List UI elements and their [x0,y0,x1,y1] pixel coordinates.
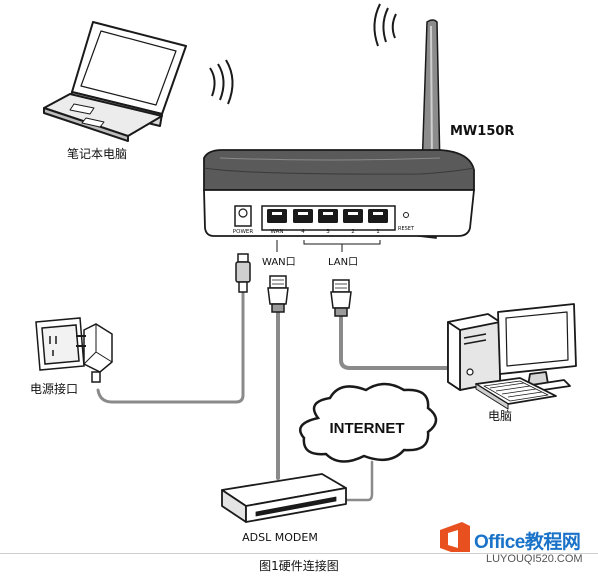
power-socket-label: 电源接口 [30,381,78,396]
port-callouts [276,240,381,252]
lan-port-number: 2 [351,229,355,235]
lan-port-4 [293,209,313,223]
figure-caption: 图1硬件连接图 [0,553,598,577]
hardware-connection-diagram: 笔记本电脑 MW150R POWER [30,3,577,552]
modem-label: ADSL MODEM [242,531,318,544]
wan-port-small-label: WAN [270,229,283,235]
lan-port-number: 1 [376,229,380,235]
adsl-modem-icon [221,473,347,523]
internet-label: INTERNET [330,420,405,437]
office-logo-icon [440,522,470,552]
power-port-label: POWER [233,229,254,235]
power-socket-icon [35,317,113,383]
wan-port [267,209,287,223]
modem-internet-cable [345,460,374,502]
watermark-site-text: LUYOUQI520.COM [486,553,583,565]
laptop-label: 笔记本电脑 [67,146,127,161]
power-plug-connector [235,253,251,293]
wan-callout-label: WAN口 [262,257,296,268]
lan-callout-label: LAN口 [328,257,358,268]
lan-port-number: 4 [301,229,305,235]
desktop-computer-icon [447,303,577,410]
lan-port-1 [368,209,388,223]
reset-button: RESET [398,212,415,232]
watermark-brand-text: Office教程网 [474,532,581,553]
internet-cloud-icon: INTERNET [299,382,438,463]
desktop-label: 电脑 [488,409,512,423]
lan-rj45-connector [330,279,352,317]
router-power-port: POWER [233,205,254,235]
lan-port-number: 3 [326,229,330,235]
cables [96,290,450,502]
reset-label: RESET [398,226,415,232]
power-cable [96,290,245,404]
router-port-panel: WAN 4 3 2 1 [261,205,396,235]
lan-port-2 [343,209,363,223]
lan-cable [339,314,450,370]
lan-port-3 [318,209,338,223]
wan-rj45-connector [267,275,289,313]
laptop-icon [43,21,234,142]
router-model-label: MW150R [450,124,514,139]
